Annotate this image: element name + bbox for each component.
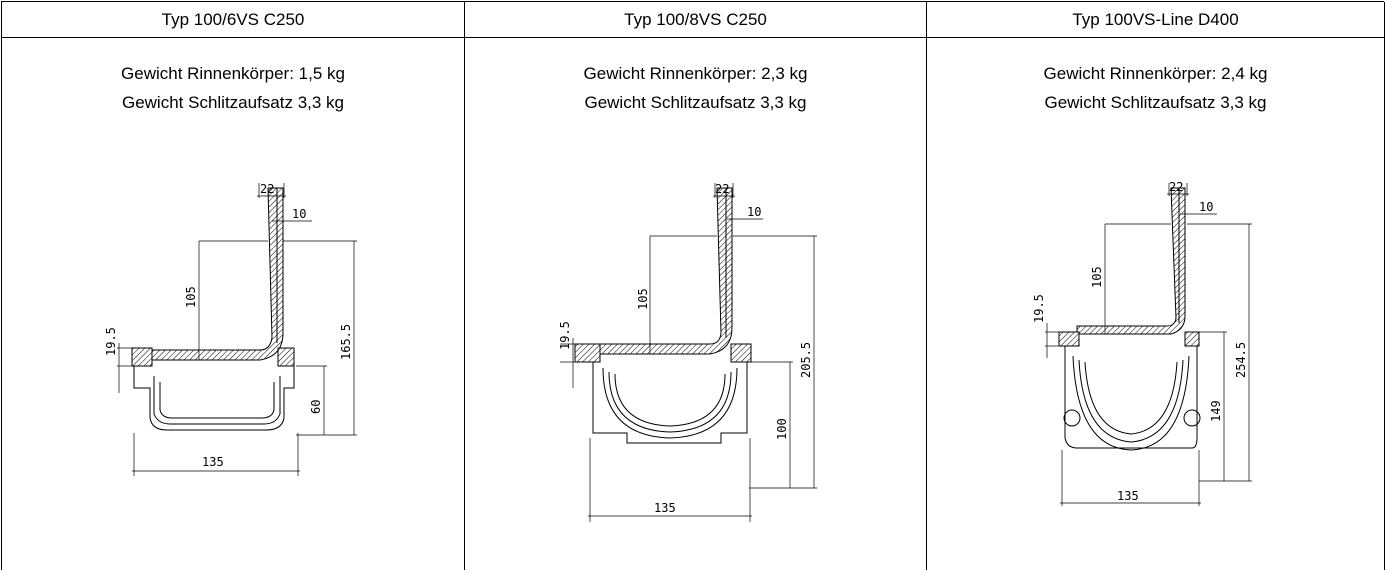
dim-frame: 19.5	[104, 327, 118, 356]
frame-left	[1058, 331, 1080, 347]
cross-section-drawing-2: 22 10 105 19.5 205.5 100 135	[558, 182, 817, 522]
dim-slot-width: 22	[260, 182, 274, 196]
dim-total-height: 165.5	[339, 324, 353, 360]
slot-attachment	[1076, 187, 1186, 335]
weight-body: Gewicht Rinnenkörper: 2,4 kg	[1043, 64, 1268, 83]
product-cell-2: Gewicht Rinnenkörper: 2,3 kg Gewicht Sch…	[465, 38, 927, 570]
weight-body: Gewicht Rinnenkörper: 1,5 kg	[121, 64, 345, 83]
dim-body-height: 60	[309, 400, 323, 414]
dim-width: 135	[1117, 489, 1139, 503]
channel-body	[592, 362, 748, 444]
weight-slot: Gewicht Schlitzaufsatz 3,3 kg	[121, 93, 345, 112]
dim-total-height: 254.5	[1234, 342, 1248, 378]
weight-slot: Gewicht Schlitzaufsatz 3,3 kg	[584, 93, 807, 112]
frame-right	[1184, 331, 1200, 347]
cross-section-drawing-1: 22 10 105 19.5 165.5 60 135	[104, 182, 357, 476]
dim-slot-inner: 10	[1199, 200, 1213, 214]
dim-frame: 19.5	[558, 321, 572, 350]
dim-slot-inner: 10	[292, 207, 306, 221]
weights-3: Gewicht Rinnenkörper: 2,4 kg Gewicht Sch…	[927, 59, 1384, 117]
column-header-2: Typ 100/8VS C250	[465, 2, 927, 38]
product-cell-3: Gewicht Rinnenkörper: 2,4 kg Gewicht Sch…	[927, 38, 1385, 570]
channel-body	[1064, 346, 1198, 449]
frame-right	[730, 343, 752, 363]
weight-body: Gewicht Rinnenkörper: 2,3 kg	[583, 64, 808, 83]
channel-body	[133, 366, 295, 431]
weight-slot: Gewicht Schlitzaufsatz 3,3 kg	[1044, 93, 1267, 112]
dim-slot-width: 22	[1169, 180, 1183, 194]
column-header-3: Typ 100VS-Line D400	[927, 2, 1385, 38]
dim-body-height: 149	[1209, 400, 1223, 422]
dim-width: 135	[654, 501, 676, 515]
dim-width: 135	[202, 455, 224, 469]
dim-slot-height: 105	[1090, 266, 1104, 288]
dim-slot-inner: 10	[747, 205, 761, 219]
dim-slot-width: 22	[715, 182, 729, 196]
dim-slot-height: 105	[636, 288, 650, 310]
weights-1: Gewicht Rinnenkörper: 1,5 kg Gewicht Sch…	[2, 59, 464, 117]
dim-total-height: 205.5	[799, 342, 813, 378]
slot-attachment	[599, 187, 733, 355]
dim-slot-height: 105	[184, 286, 198, 308]
frame-left	[574, 343, 601, 363]
weights-2: Gewicht Rinnenkörper: 2,3 kg Gewicht Sch…	[465, 59, 926, 117]
dim-body-height: 100	[775, 418, 789, 440]
cross-section-drawing-3: 22 10 105 19.5 254.5 149 135	[1032, 180, 1252, 506]
column-header-1: Typ 100/6VS C250	[2, 2, 465, 38]
dim-frame: 19.5	[1032, 294, 1046, 323]
frame-right	[277, 347, 295, 367]
slot-attachment	[151, 187, 284, 361]
product-cell-1: Gewicht Rinnenkörper: 1,5 kg Gewicht Sch…	[2, 38, 465, 570]
frame-left	[131, 347, 153, 367]
